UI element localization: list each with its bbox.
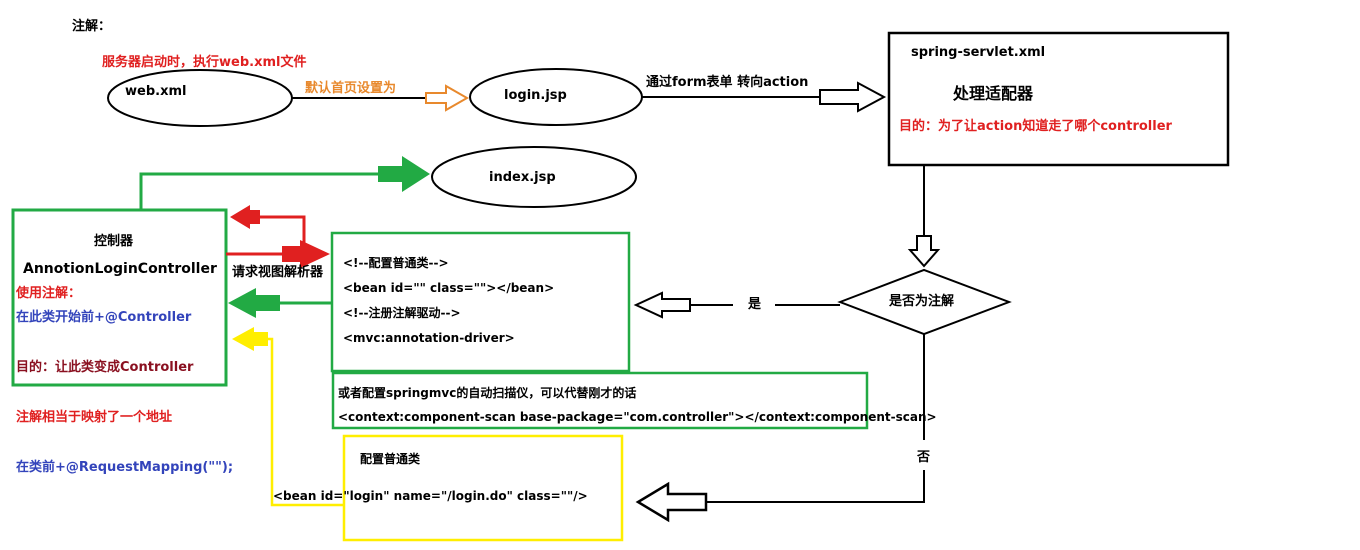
yellow-arrow-left-icon xyxy=(232,327,268,351)
controller-title: 控制器 xyxy=(94,234,134,249)
no-arrow-icon xyxy=(635,481,708,523)
before-class-label: 在此类开始前+@Controller xyxy=(16,310,192,325)
no-edge-line-2 xyxy=(706,470,925,503)
controller-purpose-label: 目的：让此类变成Controller xyxy=(16,360,194,375)
form-to-action-label: 通过form表单 转向action xyxy=(646,75,809,90)
annotation-config-box xyxy=(330,231,631,373)
login-jsp-label: login.jsp xyxy=(504,88,567,103)
yes-label: 是 xyxy=(748,297,762,312)
yes-arrow-icon xyxy=(633,291,691,319)
green-edge-line xyxy=(139,172,378,210)
server-start-note: 服务器启动时，执行web.xml文件 xyxy=(102,55,307,70)
web-xml-label: web.xml xyxy=(125,84,187,99)
scan-line-2: <context:component-scan base-package="co… xyxy=(338,410,937,424)
controller-class-name: AnnotionLoginController xyxy=(23,261,217,277)
plain-box-title: 配置普通类 xyxy=(360,452,421,466)
annotation-line-4: <mvc:annotation-driver> xyxy=(343,331,515,345)
request-mapping-label: 在类前+@RequestMapping(""); xyxy=(16,460,234,475)
no-label: 否 xyxy=(917,450,931,465)
orange-arrow-icon xyxy=(425,84,470,112)
note-title: 注解： xyxy=(72,19,112,34)
scan-config-box xyxy=(331,371,869,430)
annotation-line-2: <bean id="" class=""></bean> xyxy=(343,281,555,295)
annotation-line-3: <!--注册注解驱动--> xyxy=(343,306,461,320)
decision-diamond xyxy=(837,268,1012,336)
default-home-label: 默认首页设置为 xyxy=(305,81,397,96)
black-arrow-right-icon xyxy=(819,81,887,113)
adapter-purpose-label: 目的：为了让action知道走了哪个controller xyxy=(899,119,1172,134)
yellow-edge-line xyxy=(268,337,346,507)
controller-box xyxy=(11,208,228,387)
plain-box-bean: <bean id="login" name="/login.do" class=… xyxy=(273,489,588,503)
red-edge-line xyxy=(226,215,306,256)
spring-servlet-box xyxy=(887,31,1230,167)
handler-adapter-label: 处理适配器 xyxy=(953,84,1034,103)
green-arrow-left-icon xyxy=(228,288,280,318)
mapping-note: 注解相当于映射了一个地址 xyxy=(16,410,173,425)
black-arrow-down-icon xyxy=(907,235,941,268)
decision-label: 是否为注解 xyxy=(889,294,955,309)
view-resolver-label: 请求视图解析器 xyxy=(232,265,324,280)
spring-servlet-label: spring-servlet.xml xyxy=(911,45,1046,60)
annotation-line-1: <!--配置普通类--> xyxy=(343,256,449,270)
index-jsp-label: index.jsp xyxy=(489,170,556,185)
red-arrow-left-icon xyxy=(230,205,260,229)
plain-bean-box xyxy=(342,434,624,542)
green-arrow-right-icon xyxy=(378,156,430,192)
scan-line-1: 或者配置springmvc的自动扫描仪，可以代替刚才的话 xyxy=(338,386,637,400)
index-jsp-node xyxy=(431,146,637,208)
use-annotation-label: 使用注解： xyxy=(16,286,82,301)
red-arrow-right-icon xyxy=(282,240,330,268)
